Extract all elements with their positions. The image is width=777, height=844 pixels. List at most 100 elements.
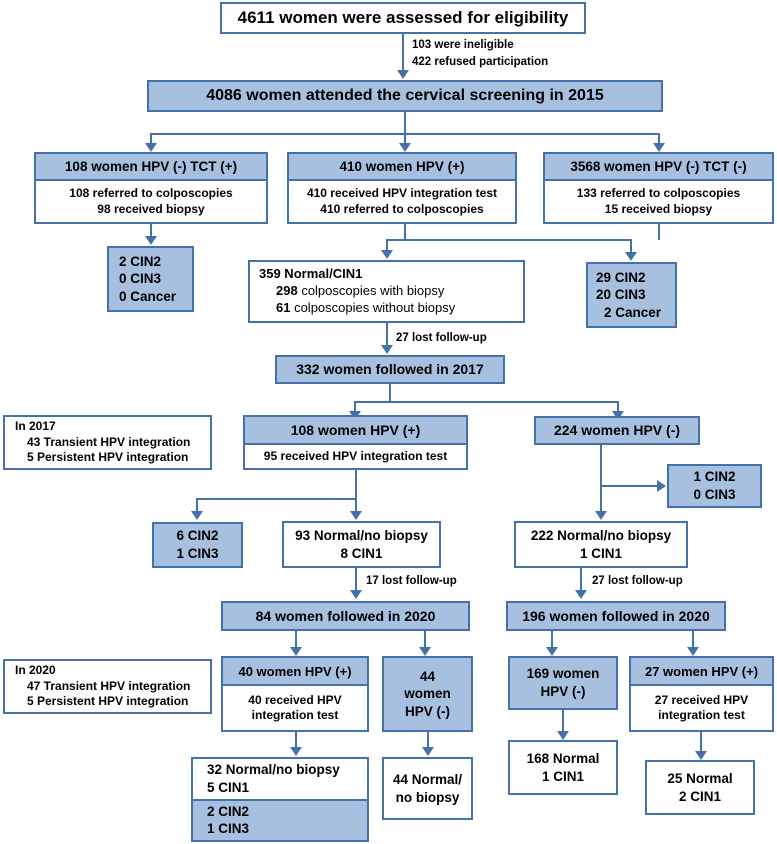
node-hpvpos-27-line2: integration test [658, 708, 745, 723]
node-cin-right-2015: 29 CIN2 20 CIN3 2 Cancer [586, 262, 677, 328]
node-hpvneg-169: 169 women HPV (-) [508, 656, 618, 710]
node-normal-222: 222 Normal/no biopsy 1 CIN1 [514, 521, 688, 568]
edge-93-84 [355, 568, 357, 591]
node-normal-32-line2: 5 CIN1 [207, 779, 250, 795]
node-normal-32-line3: 2 CIN2 [207, 803, 250, 819]
note-in-2017: In 2017 43 Transient HPV integration 5 P… [3, 415, 212, 470]
edge-44-44 [427, 732, 429, 749]
edge-332-stem [389, 384, 391, 402]
arrow-359-332 [381, 345, 393, 354]
arrow-332-right [612, 411, 624, 420]
node-followed-2020-196-line1: 196 women followed in 2020 [522, 607, 710, 624]
edge-108-mid [355, 498, 357, 513]
node-hpvpos-27-line1: 27 received HPV [654, 692, 749, 707]
arrow-attended-right [653, 143, 665, 152]
node-hpvpos-27-header: 27 women HPV (+) [631, 658, 772, 687]
node-normal-168-line2: 1 CIN1 [541, 768, 585, 784]
node-hpvpos-2015-line2: 410 referred to colposcopies [320, 201, 484, 216]
node-hpvneg-44-line2: women [404, 686, 451, 702]
node-followed-2017-line1: 332 women followed in 2017 [296, 361, 484, 378]
node-hpvpos-27: 27 women HPV (+) 27 received HPV integra… [629, 656, 774, 732]
edge-40-32 [295, 732, 297, 749]
node-cin-6-1-line2: 1 CIN3 [176, 546, 219, 561]
node-hpvneg-tctpos: 108 women HPV (-) TCT (+) 108 referred t… [34, 152, 268, 224]
node-hpvneg-tctpos-header: 108 women HPV (-) TCT (+) [36, 154, 266, 182]
edge-hpvpos-stem [404, 224, 406, 240]
node-hpvpos-40-line1: 40 received HPV [248, 692, 342, 707]
edge-label-lost27b: 27 lost follow-up [592, 574, 683, 589]
arrow-40-32 [290, 747, 302, 756]
arrow-224-down [595, 511, 607, 520]
node-normal-93: 93 Normal/no biopsy 8 CIN1 [282, 521, 441, 568]
edge-label-ineligible: 103 were ineligible [412, 38, 514, 53]
note-in-2017-line1: In 2017 [15, 419, 56, 434]
node-hpvneg-2017: 224 women HPV (-) [534, 416, 700, 445]
node-normal-25-line1: 25 Normal [667, 770, 733, 786]
node-hpvneg-44: 44 women HPV (-) [382, 656, 473, 732]
edge-tctneg-stem [658, 224, 660, 240]
arrow-108-mid [350, 511, 362, 520]
node-normal-cin1-359-line3: 61 colposcopies without biopsy [250, 300, 523, 317]
arrow-224-to-cin [657, 480, 666, 492]
node-normal-44: 44 Normal/ no biopsy [382, 757, 473, 820]
node-hpvneg-44-line3: HPV (-) [405, 703, 450, 719]
node-hpvneg-tctneg-header: 3568 women HPV (-) TCT (-) [545, 154, 772, 182]
edge-attended-mid [404, 133, 406, 145]
edge-label-lost27a-text: 27 lost follow-up [396, 332, 487, 344]
node-hpvneg-2017-header: 224 women HPV (-) [553, 422, 681, 439]
node-hpvneg-44-line1: 44 [419, 668, 436, 684]
edge-label-refused: 422 refused participation [412, 55, 548, 70]
arrow-hpvpos-right [625, 252, 637, 261]
node-cin-1-0-line1: 1 CIN2 [693, 469, 736, 485]
edge-224-stem [600, 445, 602, 513]
arrow-assessed-attended [397, 70, 409, 79]
node-normal-32: 32 Normal/no biopsy 5 CIN1 2 CIN2 1 CIN3 [191, 757, 369, 842]
note-in-2017-line2: 43 Transient HPV integration [27, 434, 191, 449]
edge-label-lost17-text: 17 lost follow-up [366, 575, 457, 587]
note-in-2020-line1: In 2020 [15, 663, 56, 678]
node-hpvneg-169-line2: HPV (-) [540, 684, 586, 699]
node-hpvneg-tctpos-line2: 98 received biopsy [97, 201, 205, 216]
node-hpvneg-tctpos-line1: 108 referred to colposcopies [69, 186, 233, 200]
edge-hpvpos-bus [386, 239, 632, 241]
edge-196-left [551, 631, 553, 649]
edge-359-332 [386, 323, 388, 346]
edge-attended-left [150, 133, 152, 145]
edge-169-168 [562, 710, 564, 733]
node-normal-cin1-359-line3-txt: colposcopies without biopsy [290, 299, 456, 315]
node-normal-cin1-359-line1: 359 Normal/CIN1 [259, 266, 363, 282]
arrow-196-right [687, 647, 699, 656]
node-cin-1-0-line2: 0 CIN3 [693, 487, 736, 502]
node-cin-right-2015-line2: 20 CIN3 [596, 287, 646, 303]
node-normal-93-line1: 93 Normal/no biopsy [295, 527, 428, 543]
node-normal-44-line1: 44 Normal/ [392, 771, 463, 787]
edge-hpvpos-right [630, 239, 632, 253]
node-hpvpos-40-header: 40 women HPV (+) [223, 658, 367, 687]
node-normal-44-line2: no biopsy [395, 789, 460, 805]
arrow-93-84 [350, 590, 362, 599]
node-normal-32-line4: 1 CIN3 [207, 821, 250, 837]
node-followed-2020-84: 84 women followed in 2020 [221, 601, 470, 631]
edge-222-196 [580, 568, 582, 591]
node-normal-cin1-359-line3-num: 61 [276, 299, 291, 315]
node-assessed-line1: 4611 women were assessed for eligibility [237, 7, 569, 27]
node-followed-2020-196: 196 women followed in 2020 [506, 601, 726, 631]
node-cin-left-2015-line3: 0 Cancer [119, 288, 177, 304]
edge-27-25 [700, 732, 702, 753]
edge-attended-stem [404, 112, 406, 134]
arrow-84-left [290, 647, 302, 656]
node-cin-left-2015: 2 CIN2 0 CIN3 0 Cancer [107, 246, 194, 312]
node-normal-32-line1: 32 Normal/no biopsy [207, 762, 340, 778]
edge-224-to-cin [600, 485, 658, 487]
edge-84-left [295, 631, 297, 649]
node-normal-cin1-359-line2-txt: colposcopies with biopsy [297, 283, 445, 299]
node-hpvpos-2017-header: 108 women HPV (+) [245, 417, 466, 445]
arrow-tctpos-cin [145, 236, 157, 245]
edge-196-right [692, 631, 694, 649]
node-hpvpos-40-line2: integration test [251, 708, 339, 723]
note-in-2020-line3: 5 Persistent HPV integration [27, 694, 189, 709]
node-hpvneg-169-line1: 169 women [526, 666, 600, 682]
node-normal-25: 25 Normal 2 CIN1 [645, 760, 755, 815]
node-cin-right-2015-line3: 2 Cancer [604, 304, 662, 320]
node-normal-93-line2: 8 CIN1 [340, 545, 383, 561]
